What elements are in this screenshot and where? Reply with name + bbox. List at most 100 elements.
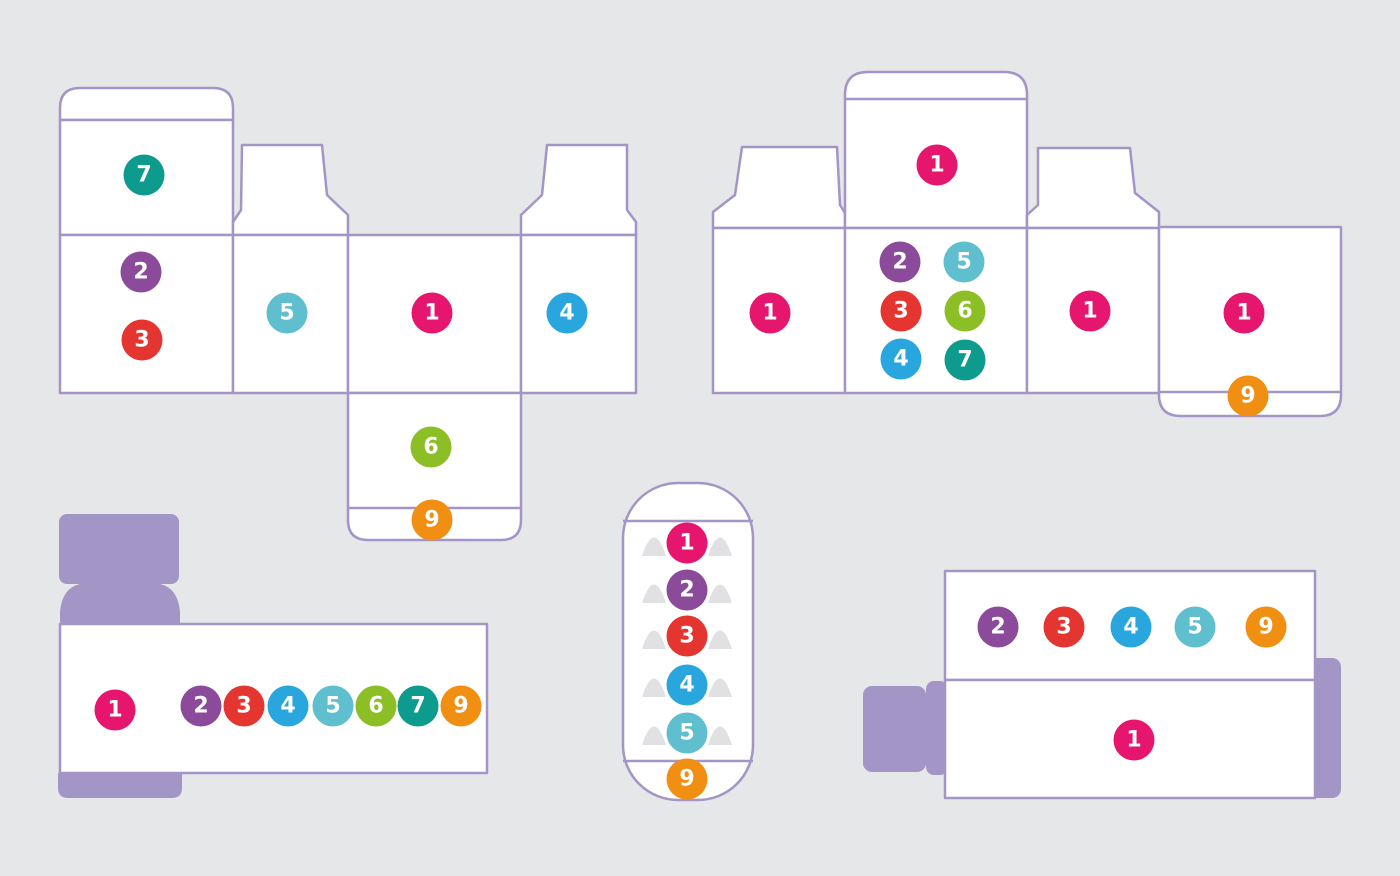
bottle-label-badges: 1 2 3 4 5 6 7 9 xyxy=(94,685,482,731)
badge-circle xyxy=(410,426,452,468)
badge-label: 4 xyxy=(893,347,908,372)
badge-tuck-box-left-front-panel: 1 xyxy=(411,292,453,334)
badge-bottle-7: 7 xyxy=(397,685,439,727)
badge-circle xyxy=(123,154,165,196)
badge-tuck-box-right-front-4: 4 xyxy=(880,338,922,380)
badge-circle xyxy=(180,685,222,727)
badge-tuck-box-left-bottom-panel: 6 xyxy=(410,426,452,468)
badge-blister-bottom: 9 xyxy=(666,758,708,800)
badge-tube-5: 5 xyxy=(1174,606,1216,648)
tuck-box-right-badges: 1 2 5 3 6 4 7 1 xyxy=(749,144,1269,417)
badge-bottle-2: 2 xyxy=(180,685,222,727)
badge-circle xyxy=(440,685,482,727)
badge-label: 6 xyxy=(423,435,438,460)
bottle-base xyxy=(58,773,182,798)
badge-circle xyxy=(977,606,1019,648)
badge-label: 7 xyxy=(410,694,425,719)
badge-label: 5 xyxy=(279,301,294,326)
badge-label: 3 xyxy=(1056,615,1071,640)
badge-label: 9 xyxy=(424,508,439,533)
badge-circle xyxy=(411,292,453,334)
blister-cavity xyxy=(642,630,666,649)
badge-blister-row-2: 2 xyxy=(666,569,708,611)
badge-circle xyxy=(1113,719,1155,761)
badge-blister-row-1: 1 xyxy=(666,522,708,564)
badge-label: 9 xyxy=(1258,615,1273,640)
badge-tuck-box-right-bottom-flap: 9 xyxy=(1227,375,1269,417)
tuck-box-right-dust-flap-b xyxy=(1025,146,1161,230)
tuck-box-right-front-panel xyxy=(843,226,1029,395)
badge-circle xyxy=(666,664,708,706)
blister-cavity xyxy=(708,584,732,603)
blister-cavity xyxy=(642,678,666,697)
badge-tuck-box-right-front-5: 5 xyxy=(943,241,985,283)
badge-label: 4 xyxy=(280,694,295,719)
badge-blister-row-5: 5 xyxy=(666,712,708,754)
badge-label: 2 xyxy=(990,615,1005,640)
badge-label: 5 xyxy=(956,250,971,275)
tuck-box-right-dust-flap-a xyxy=(711,145,847,230)
badge-bottle-3: 3 xyxy=(223,685,265,727)
badge-tuck-box-right-side-panel-a: 1 xyxy=(749,292,791,334)
badge-circle xyxy=(1245,606,1287,648)
badge-label: 4 xyxy=(559,301,574,326)
badge-tuck-box-right-side-panel-b: 1 xyxy=(1069,290,1111,332)
badge-tuck-box-right-front-2: 2 xyxy=(879,241,921,283)
tuck-box-left-dust-flap-b xyxy=(519,143,638,237)
badge-label: 4 xyxy=(679,673,694,698)
badge-tuck-box-left-back-panel-b: 3 xyxy=(121,319,163,361)
tuck-box-left-badges: 7 2 3 5 1 4 6 9 xyxy=(120,154,588,541)
badge-circle xyxy=(944,290,986,332)
badge-label: 7 xyxy=(136,163,151,188)
badge-label: 3 xyxy=(679,624,694,649)
tuck-box-left-dieline xyxy=(58,86,638,542)
badge-circle xyxy=(267,685,309,727)
badge-circle xyxy=(1043,606,1085,648)
badge-bottle-4: 4 xyxy=(267,685,309,727)
badge-circle xyxy=(879,241,921,283)
badge-circle xyxy=(943,241,985,283)
badge-label: 3 xyxy=(893,299,908,324)
badge-blister-row-3: 3 xyxy=(666,615,708,657)
badge-circle xyxy=(944,339,986,381)
badge-circle xyxy=(666,712,708,754)
tuck-box-right-dieline xyxy=(711,70,1343,418)
badge-label: 5 xyxy=(325,694,340,719)
badge-bottle-9: 9 xyxy=(440,685,482,727)
badge-label: 1 xyxy=(762,301,777,326)
badge-circle xyxy=(312,685,354,727)
badge-label: 1 xyxy=(1082,299,1097,324)
badge-label: 9 xyxy=(453,694,468,719)
bottle-cap xyxy=(59,514,179,584)
badge-tube-1: 1 xyxy=(1113,719,1155,761)
badge-tuck-box-left-bottom-flap: 9 xyxy=(411,499,453,541)
badge-label: 1 xyxy=(679,531,694,556)
badge-circle xyxy=(121,319,163,361)
badge-label: 4 xyxy=(1123,615,1138,640)
badge-tuck-box-left-side-panel-b: 4 xyxy=(546,292,588,334)
badge-label: 2 xyxy=(892,250,907,275)
badge-tuck-box-right-front-7: 7 xyxy=(944,339,986,381)
badge-circle xyxy=(880,290,922,332)
badge-label: 1 xyxy=(929,153,944,178)
blister-cavity xyxy=(708,537,732,556)
badge-circle xyxy=(355,685,397,727)
badge-label: 3 xyxy=(134,328,149,353)
badge-label: 9 xyxy=(679,767,694,792)
blister-cavity xyxy=(708,678,732,697)
badge-label: 2 xyxy=(193,694,208,719)
badge-circle xyxy=(546,292,588,334)
badge-bottle-1: 1 xyxy=(94,689,136,731)
badge-label: 6 xyxy=(957,299,972,324)
badge-circle xyxy=(1174,606,1216,648)
badge-circle xyxy=(411,499,453,541)
tube-label-badges: 2 3 4 5 9 1 xyxy=(977,606,1287,761)
badge-circle xyxy=(397,685,439,727)
badge-circle xyxy=(266,292,308,334)
badge-label: 6 xyxy=(368,694,383,719)
badge-circle xyxy=(1110,606,1152,648)
badge-circle xyxy=(749,292,791,334)
badge-circle xyxy=(94,689,136,731)
badge-circle xyxy=(916,144,958,186)
badge-tube-3: 3 xyxy=(1043,606,1085,648)
